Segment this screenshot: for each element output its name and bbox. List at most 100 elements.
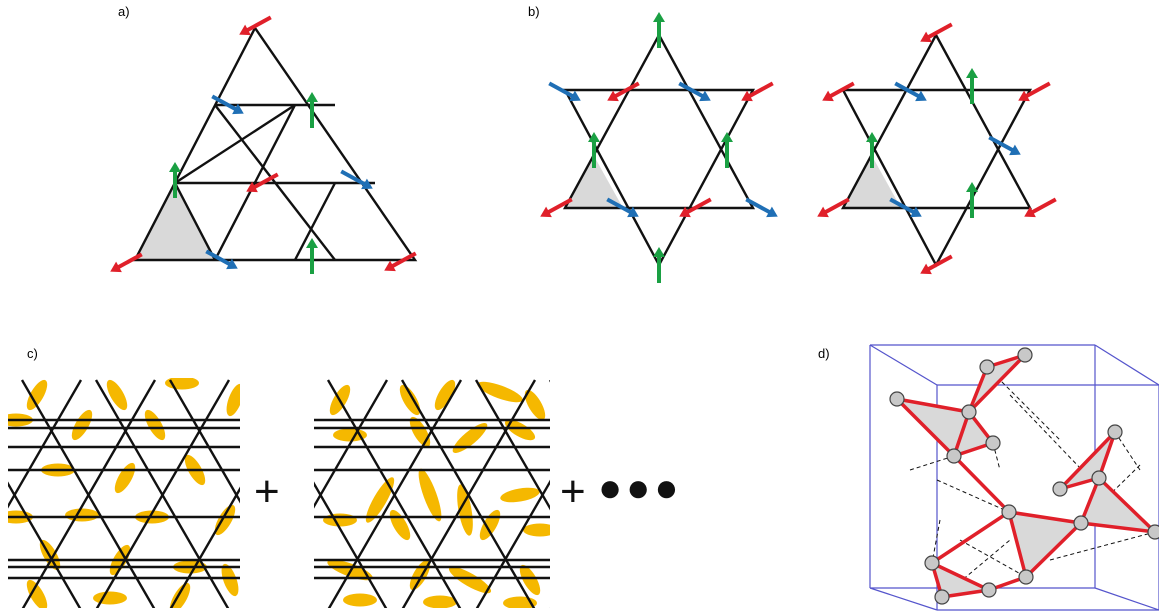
arrow-head bbox=[232, 103, 244, 115]
lattice-bond bbox=[474, 379, 550, 511]
arrow-shaft bbox=[683, 197, 712, 216]
star-triangle-up bbox=[840, 32, 1033, 210]
lattice-bond bbox=[293, 182, 337, 261]
ellipsis-dots: ●●● bbox=[598, 466, 683, 510]
arrow-head bbox=[239, 24, 251, 36]
dimer bbox=[523, 523, 550, 537]
lattice-bond bbox=[314, 380, 315, 381]
blue-spin-arrow bbox=[205, 249, 238, 270]
dimer bbox=[221, 563, 239, 597]
arrow-shaft bbox=[826, 81, 855, 100]
arrow-shaft bbox=[544, 197, 573, 216]
panel-label-d: d) bbox=[818, 346, 830, 361]
pyro-bond bbox=[967, 353, 1027, 414]
blue-spin-arrow bbox=[889, 197, 922, 218]
pyro-bond bbox=[1007, 510, 1083, 525]
blue-spin-arrow bbox=[340, 169, 373, 190]
arrow-head bbox=[822, 90, 834, 102]
pyro-bond bbox=[952, 410, 971, 458]
arrow-head bbox=[361, 178, 373, 190]
pyro-bond bbox=[1007, 510, 1028, 579]
lattice-bond bbox=[173, 182, 217, 261]
red-spin-arrow bbox=[1024, 197, 1057, 218]
plus-operator-2: + bbox=[560, 467, 586, 516]
red-spin-arrow bbox=[246, 172, 279, 193]
panel-label-a: a) bbox=[118, 4, 130, 19]
site-node bbox=[1147, 524, 1159, 540]
lattice-bond bbox=[400, 379, 536, 608]
red-spin-arrow bbox=[817, 197, 850, 218]
cube-outline bbox=[869, 344, 1159, 611]
dimer bbox=[448, 566, 492, 594]
lattice-bond bbox=[174, 103, 296, 185]
red-spin-arrow bbox=[822, 81, 855, 102]
shaded-triangle-left bbox=[565, 156, 623, 208]
cube-edge bbox=[1094, 587, 1159, 611]
blue-spin-arrow bbox=[678, 81, 711, 102]
dimer bbox=[452, 423, 488, 453]
lattice-bond bbox=[106, 380, 239, 610]
green-spin-arrow bbox=[966, 182, 978, 218]
green-spin-arrow bbox=[653, 12, 665, 48]
arrow-head bbox=[653, 247, 665, 257]
cube-edge bbox=[869, 344, 938, 386]
blue-spin-arrow bbox=[745, 197, 778, 218]
dimer bbox=[409, 416, 431, 448]
star-triangle-up bbox=[562, 32, 756, 210]
arrow-head bbox=[1018, 90, 1030, 102]
arrow-shaft bbox=[205, 249, 234, 268]
lattice-bond bbox=[94, 379, 230, 608]
dimer bbox=[165, 378, 199, 390]
tetra-face bbox=[1009, 512, 1081, 577]
site-node bbox=[934, 589, 950, 605]
pyro-bond bbox=[1097, 476, 1157, 534]
blue-spin-arrow bbox=[211, 94, 244, 115]
red-spin-arrow bbox=[239, 15, 272, 36]
arrow-head bbox=[653, 12, 665, 22]
arrow-head bbox=[699, 90, 711, 102]
pyro-bond bbox=[895, 397, 971, 414]
arrow-shaft bbox=[745, 81, 774, 100]
dimer bbox=[214, 504, 236, 536]
site-node bbox=[985, 435, 1001, 451]
site-node bbox=[924, 555, 940, 571]
dimer bbox=[434, 379, 456, 411]
arrow-shaft bbox=[606, 197, 635, 216]
lattice-bond bbox=[326, 379, 462, 608]
site-node bbox=[979, 359, 995, 375]
star-triangle-down bbox=[841, 88, 1033, 268]
site-node bbox=[1107, 424, 1123, 440]
lattice-bond bbox=[698, 380, 831, 610]
lattice-bond bbox=[168, 379, 240, 504]
pyro-bond bbox=[930, 561, 991, 592]
dimer bbox=[106, 379, 128, 411]
arrow-shaft bbox=[1028, 197, 1057, 216]
arrow-head bbox=[766, 206, 778, 218]
arrow-head bbox=[246, 181, 258, 193]
pyro-bond bbox=[1079, 476, 1101, 525]
pyro-bond bbox=[895, 397, 956, 458]
panel-c-dimer-coverings bbox=[8, 378, 831, 610]
tetra-face bbox=[897, 399, 969, 456]
arrow-head bbox=[540, 206, 552, 218]
site-node bbox=[1018, 569, 1034, 585]
arrow-shaft bbox=[114, 252, 143, 271]
lattice-bond bbox=[180, 380, 313, 610]
dashed-bond bbox=[936, 479, 1010, 513]
arrow-shaft bbox=[821, 197, 850, 216]
dimer bbox=[71, 409, 93, 441]
arrow-head bbox=[966, 182, 978, 192]
lattice-bond bbox=[698, 380, 831, 610]
arrow-head bbox=[920, 31, 932, 43]
dimer bbox=[524, 389, 546, 421]
pyro-bond bbox=[1079, 521, 1157, 534]
red-spin-arrow bbox=[540, 197, 573, 218]
dimer bbox=[399, 384, 421, 416]
arrow-head bbox=[569, 90, 581, 102]
blue-spin-arrow bbox=[894, 81, 927, 102]
dimer bbox=[504, 419, 536, 441]
site-node bbox=[1052, 481, 1068, 497]
green-spin-arrow bbox=[306, 238, 318, 274]
green-spin-arrow bbox=[866, 132, 878, 168]
